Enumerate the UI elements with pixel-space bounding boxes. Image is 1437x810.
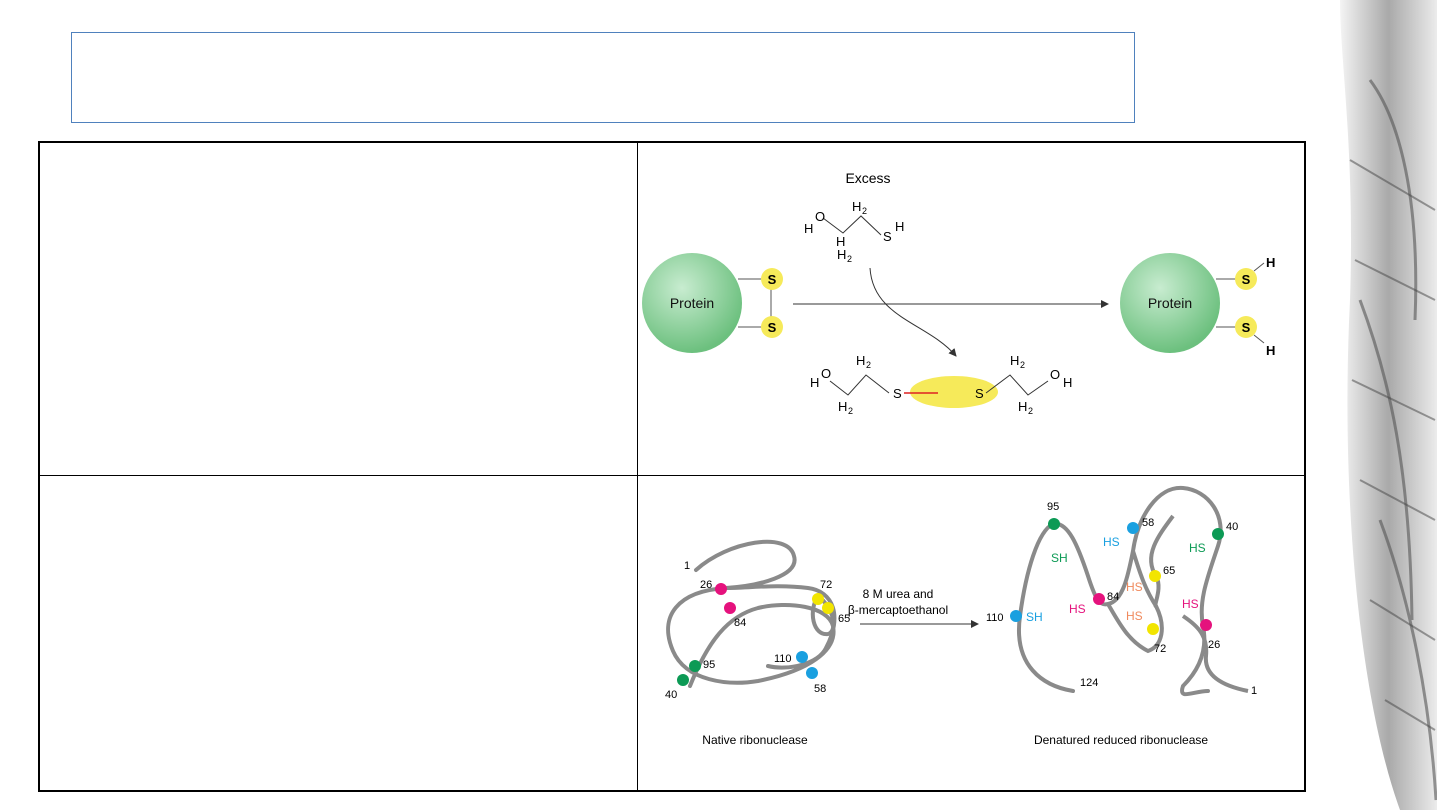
svg-text:95: 95 (1047, 501, 1059, 513)
denatured-cys-58 (1127, 522, 1139, 534)
hs-72: HS (1126, 609, 1143, 623)
protein-left-label: Protein (670, 295, 714, 311)
svg-text:H: H (1266, 343, 1275, 358)
svg-text:2: 2 (866, 360, 871, 370)
svg-text:1: 1 (684, 560, 690, 572)
excess-label: Excess (845, 170, 890, 186)
svg-text:H: H (856, 353, 865, 368)
arrow-label-line2: β-mercaptoethanol (848, 603, 948, 617)
denatured-chain (1016, 485, 1223, 697)
hs-58: HS (1103, 535, 1120, 549)
svg-text:2: 2 (862, 206, 867, 216)
text-cell-bottom (39, 475, 638, 791)
native-cys-72 (812, 593, 824, 605)
native-cys-40 (677, 674, 689, 686)
text-cell-top (39, 142, 638, 476)
svg-text:65: 65 (838, 613, 850, 625)
svg-text:40: 40 (1226, 521, 1238, 533)
svg-text:S: S (893, 386, 902, 401)
native-cys-58 (806, 667, 818, 679)
decorative-background-art (1340, 0, 1437, 810)
content-table: Protein S S Excess H O H H 2 H 2 S H (38, 141, 1306, 792)
protein-right-sphere (1120, 253, 1220, 353)
svg-text:S: S (1242, 320, 1251, 335)
svg-text:2: 2 (847, 254, 852, 264)
svg-text:S: S (1242, 272, 1251, 287)
svg-text:2: 2 (1028, 406, 1033, 416)
ribonuclease-denaturation-diagram: 1 26 84 72 65 110 58 95 40 Native ribonu… (665, 485, 1257, 747)
denatured-cys-26 (1200, 619, 1212, 631)
hs-40: HS (1189, 541, 1206, 555)
svg-text:124: 124 (1080, 677, 1098, 689)
protein-left-sphere (642, 253, 742, 353)
sulfur-right-bottom (1235, 316, 1257, 338)
svg-text:H: H (838, 399, 847, 414)
svg-text:72: 72 (1154, 643, 1166, 655)
svg-text:H: H (836, 234, 845, 249)
svg-text:110: 110 (774, 653, 792, 665)
svg-text:1: 1 (1251, 685, 1257, 697)
denatured-cys-95 (1048, 518, 1060, 530)
sulfur-right-top (1235, 268, 1257, 290)
svg-text:65: 65 (1163, 565, 1175, 577)
svg-text:H: H (852, 199, 861, 214)
hs-84: HS (1069, 602, 1086, 616)
svg-text:H: H (804, 221, 813, 236)
svg-text:2: 2 (1020, 360, 1025, 370)
svg-text:H: H (895, 219, 904, 234)
sulfur-left-bottom (761, 316, 783, 338)
svg-text:26: 26 (1208, 639, 1220, 651)
svg-text:O: O (1050, 367, 1060, 382)
svg-text:S: S (768, 272, 777, 287)
svg-text:H: H (837, 247, 846, 262)
svg-text:S: S (975, 386, 984, 401)
svg-text:H: H (1063, 375, 1072, 390)
denatured-cys-72 (1147, 623, 1159, 635)
native-cys-84 (724, 602, 736, 614)
denatured-label: Denatured reduced ribonuclease (1034, 733, 1208, 747)
native-cys-95 (689, 660, 701, 672)
denatured-cys-110 (1010, 610, 1022, 622)
reduction-diagram-cell: Protein S S Excess H O H H 2 H 2 S H (637, 142, 1305, 476)
sh-95: SH (1051, 551, 1068, 565)
arrow-label-line1: 8 M urea and (863, 587, 934, 601)
denatured-cys-40 (1212, 528, 1224, 540)
native-cys-26 (715, 583, 727, 595)
sulfur-left-top (761, 268, 783, 290)
hs-65: HS (1126, 580, 1143, 594)
svg-text:O: O (815, 209, 825, 224)
sh-110: SH (1026, 610, 1043, 624)
disulfide-highlight (910, 376, 998, 408)
denatured-cys-84 (1093, 593, 1105, 605)
native-cys-65 (822, 602, 834, 614)
svg-text:40: 40 (665, 689, 677, 701)
svg-text:S: S (768, 320, 777, 335)
svg-text:H: H (1266, 255, 1275, 270)
svg-text:95: 95 (703, 659, 715, 671)
native-label: Native ribonuclease (702, 733, 808, 747)
svg-text:26: 26 (700, 579, 712, 591)
svg-text:S: S (883, 229, 892, 244)
svg-text:58: 58 (1142, 517, 1154, 529)
title-box (71, 32, 1135, 123)
curved-arrow (869, 267, 957, 357)
svg-text:84: 84 (1107, 591, 1119, 603)
hs-26: HS (1182, 597, 1199, 611)
disulfide-reduction-diagram: Protein S S Excess H O H H 2 H 2 S H (642, 170, 1275, 416)
native-cys-110 (796, 651, 808, 663)
svg-text:110: 110 (986, 612, 1004, 624)
svg-text:O: O (821, 366, 831, 381)
svg-text:2: 2 (848, 406, 853, 416)
protein-right-label: Protein (1148, 295, 1192, 311)
ribonuclease-diagram-cell: 1 26 84 72 65 110 58 95 40 Native ribonu… (637, 475, 1305, 791)
svg-text:H: H (810, 375, 819, 390)
svg-text:58: 58 (814, 683, 826, 695)
svg-text:84: 84 (734, 617, 746, 629)
svg-text:H: H (1010, 353, 1019, 368)
denatured-cys-65 (1149, 570, 1161, 582)
svg-text:H: H (1018, 399, 1027, 414)
svg-text:72: 72 (820, 579, 832, 591)
